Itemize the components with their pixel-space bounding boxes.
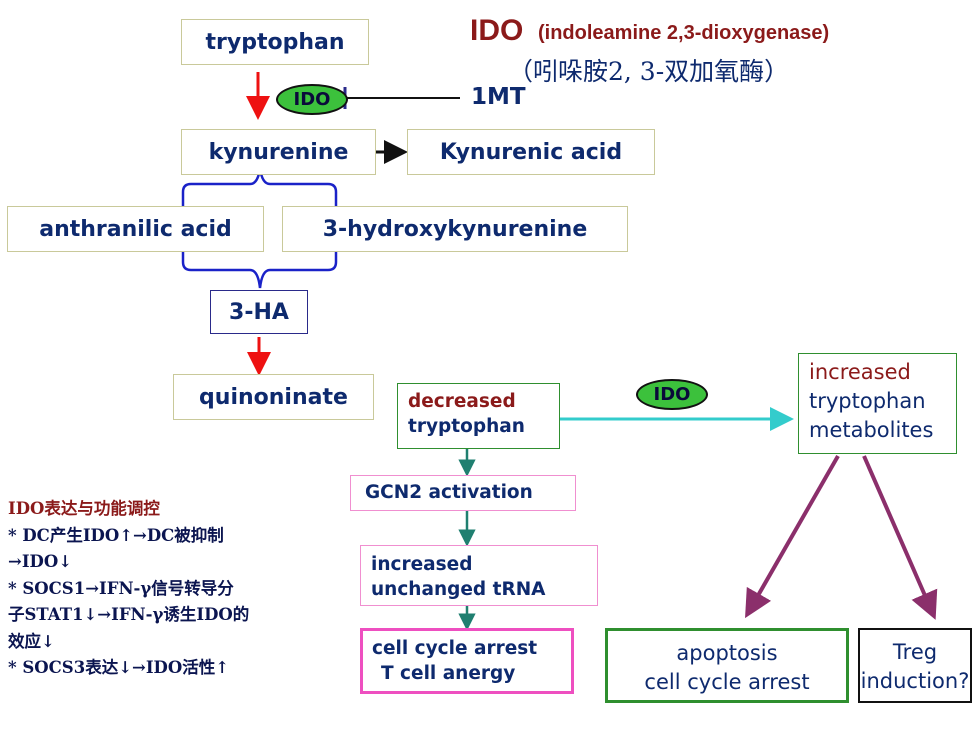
inhibitor-1mt-label: 1MT: [471, 84, 526, 110]
ido-enzyme-oval-effects: IDO: [636, 379, 708, 410]
decreased-tryptophan-box: decreased tryptophan: [397, 383, 560, 449]
regulation-notes: IDO表达与功能调控 * DC产生IDO↑→DC被抑制 →IDO↓ * SOCS…: [8, 496, 249, 682]
3ha-box: 3-HA: [210, 290, 308, 334]
induction-label: induction?: [860, 669, 970, 693]
metabolites-label: metabolites: [809, 418, 934, 442]
notes-line-2: →IDO↓: [8, 552, 73, 571]
quinoninate-label: quinoninate: [199, 384, 348, 410]
notes-line-6: * SOCS3表达↓→IDO活性↑: [8, 658, 230, 677]
increased-trna-box: increased unchanged tRNA: [360, 545, 598, 606]
tryptophan-box: tryptophan: [181, 19, 369, 65]
cell-cycle-arrest-box: cell cycle arrest T cell anergy: [360, 628, 574, 694]
metabolites-increased-label: increased: [809, 360, 911, 384]
ido-label-effects: IDO: [653, 384, 691, 405]
ido-label-top: IDO: [293, 89, 331, 110]
notes-heading: IDO表达与功能调控: [8, 499, 160, 518]
kynurenine-box: kynurenine: [181, 129, 376, 175]
notes-line-1: * DC产生IDO↑→DC被抑制: [8, 525, 224, 545]
kynurenic-acid-label: Kynurenic acid: [439, 139, 623, 165]
treg-label: Treg: [892, 640, 938, 664]
ido-enzyme-oval-top: IDO: [276, 84, 348, 115]
decreased-label: decreased: [408, 391, 516, 412]
increased-metabolites-box: increased tryptophan metabolites: [798, 353, 957, 454]
gcn2-label: GCN2 activation: [365, 482, 533, 503]
tryptophan-label-2: tryptophan: [408, 416, 525, 437]
kynurenic-acid-box: Kynurenic acid: [407, 129, 655, 175]
tryptophan-label: tryptophan: [205, 29, 345, 55]
metabolites-tryptophan-label: tryptophan: [809, 389, 926, 413]
brace-bottom: [181, 250, 338, 289]
anthranilic-acid-box: anthranilic acid: [7, 206, 264, 252]
arrow-metabolites-treg: [862, 455, 938, 620]
hydroxykynurenine-box: 3-hydroxykynurenine: [282, 206, 628, 252]
apoptosis-label: apoptosis: [676, 641, 778, 665]
gcn2-activation-box: GCN2 activation: [350, 475, 576, 511]
treg-induction-box: Treg induction?: [858, 628, 972, 703]
title-ido-abbr: IDO: [470, 14, 524, 47]
title-ido-full-name: (indoleamine 2,3-dioxygenase): [538, 22, 830, 44]
3ha-label: 3-HA: [229, 299, 289, 325]
arrest-label: cell cycle arrest: [372, 638, 538, 659]
kynurenine-label: kynurenine: [208, 139, 349, 165]
notes-line-4: 子STAT1↓→IFN-γ诱生IDO的: [8, 605, 250, 624]
title-ido-chinese: （吲哚胺2, 3-双加氧酶）: [508, 57, 790, 86]
anergy-label: T cell anergy: [381, 663, 516, 684]
trna-unchanged-label: unchanged tRNA: [371, 579, 546, 600]
hydroxykynurenine-label: 3-hydroxykynurenine: [322, 216, 588, 242]
apoptosis-box: apoptosis cell cycle arrest: [605, 628, 849, 703]
notes-line-3: * SOCS1→IFN-γ信号转导分: [8, 578, 234, 598]
arrow-metabolites-apoptosis: [745, 455, 840, 619]
apoptosis-arrest-label: cell cycle arrest: [644, 670, 810, 694]
anthranilic-acid-label: anthranilic acid: [39, 216, 232, 242]
trna-increased-label: increased: [371, 554, 473, 575]
quinoninate-box: quinoninate: [173, 374, 374, 420]
notes-line-5: 效应↓: [8, 631, 55, 651]
